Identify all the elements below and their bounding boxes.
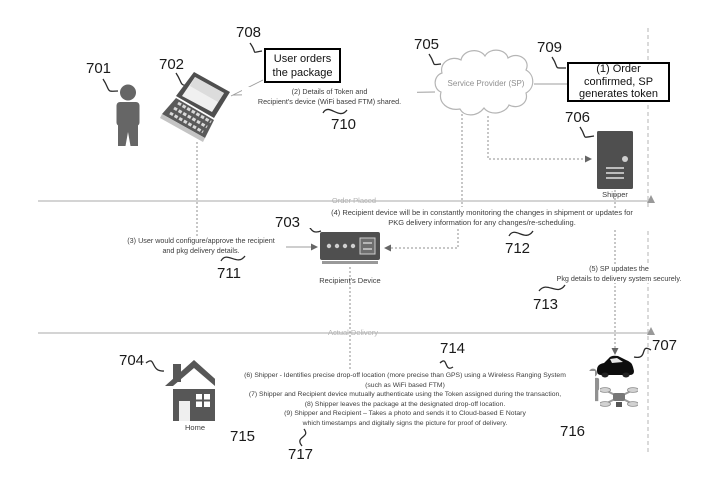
delivery-car-icon bbox=[597, 355, 634, 378]
ref-705: 705 bbox=[414, 36, 440, 53]
ref-712: 712 bbox=[505, 240, 531, 257]
ref-715: 715 bbox=[230, 428, 256, 445]
service-provider-cloud-icon bbox=[434, 49, 534, 116]
order-placed-label: Order Placed bbox=[331, 196, 377, 205]
shipper-server-icon bbox=[597, 131, 633, 189]
ref-703: 703 bbox=[275, 214, 301, 231]
ref-707: 707 bbox=[652, 337, 678, 354]
ref-708: 708 bbox=[236, 24, 262, 41]
home-caption: Home bbox=[184, 423, 205, 432]
ref-717: 717 bbox=[288, 446, 314, 463]
laptop-icon bbox=[160, 72, 230, 142]
divider-arrow-bottom bbox=[647, 327, 655, 335]
ref-714: 714 bbox=[440, 340, 466, 357]
phase-divider-lines bbox=[38, 200, 648, 334]
ref-704: 704 bbox=[119, 352, 145, 369]
step-2-text: (2) Details of Token and Recipient's dev… bbox=[242, 87, 417, 107]
ref-709: 709 bbox=[537, 39, 563, 56]
user-person-icon bbox=[116, 84, 140, 146]
ref-710: 710 bbox=[331, 116, 357, 133]
service-provider-label: Service Provider (SP) bbox=[447, 79, 525, 88]
step-3-text: (3) User would configure/approve the rec… bbox=[116, 236, 286, 256]
confirm-box: (1) Order confirmed, SP generates token bbox=[567, 62, 670, 102]
ref-702: 702 bbox=[159, 56, 185, 73]
actual-delivery-label: Actual Delivery bbox=[327, 328, 379, 337]
home-icon bbox=[165, 360, 223, 421]
ref-711: 711 bbox=[217, 265, 241, 282]
step-4-text: (4) Recipient device will be in constant… bbox=[286, 208, 678, 228]
divider-arrow-top bbox=[647, 195, 655, 203]
recipient-device-caption: Recipient's Device bbox=[319, 276, 381, 285]
steps-6-to-9-text: (6) Shipper - Identifies precise drop-of… bbox=[215, 371, 595, 428]
order-box: User orders the package bbox=[264, 48, 341, 83]
ref-706: 706 bbox=[565, 109, 591, 126]
step-5-text: (5) SP updates the Pkg details to delive… bbox=[543, 264, 695, 284]
delivery-drone-icon bbox=[600, 387, 638, 407]
shipper-caption: Shipper bbox=[602, 190, 628, 199]
ref-713: 713 bbox=[533, 296, 559, 313]
ref-716: 716 bbox=[560, 423, 586, 440]
recipient-device-icon bbox=[320, 232, 380, 264]
ref-701: 701 bbox=[86, 60, 112, 77]
